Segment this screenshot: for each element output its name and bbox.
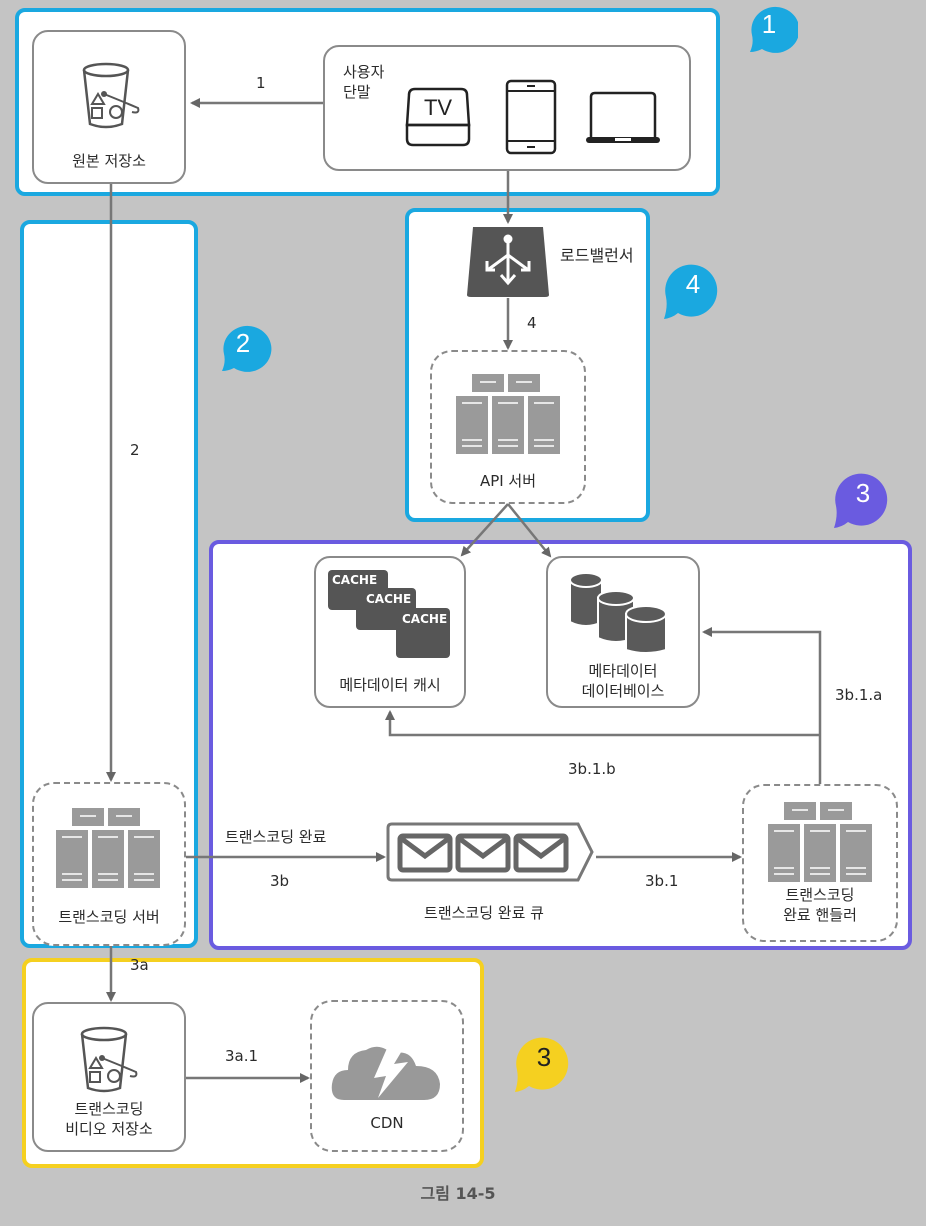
node-user-devices: 사용자 단말 TV	[323, 45, 691, 171]
node-label-line2: 데이터베이스	[581, 682, 665, 700]
node-label-line1: 트랜스코딩	[785, 886, 855, 904]
node-original-storage: 원본 저장소	[32, 30, 186, 184]
edge-label-3b-top: 트랜스코딩 완료	[225, 828, 327, 846]
server-cluster-icon	[768, 802, 872, 882]
edge-label-3a: 3a	[130, 956, 149, 974]
bubble-number: 1	[761, 9, 777, 39]
bubble-number: 3	[855, 478, 871, 508]
load-balancer-icon	[467, 227, 549, 297]
node-label: CDN	[370, 1114, 404, 1132]
server-cluster-icon	[456, 374, 560, 454]
step-bubble-3-purple: 3	[832, 472, 890, 528]
node-completion-handler: 트랜스코딩 완료 핸들러	[742, 784, 898, 942]
edge-label-3b1a: 3b.1.a	[835, 686, 883, 704]
node-label-line1: 사용자	[343, 63, 385, 81]
cache-text: CACHE	[332, 573, 378, 587]
completion-queue-label: 트랜스코딩 완료 큐	[424, 904, 544, 922]
node-label: API 서버	[479, 472, 537, 490]
message-queue-icon	[386, 822, 594, 882]
edge-label-3a1: 3a.1	[225, 1047, 259, 1065]
bubble-number: 3	[536, 1042, 552, 1072]
node-label: 메타데이터 캐시	[339, 676, 441, 694]
node-label: 원본 저장소	[72, 152, 146, 170]
node-label-line2: 단말	[343, 83, 371, 101]
node-metadata-db: 메타데이터 데이터베이스	[546, 556, 700, 708]
cache-text: CACHE	[402, 612, 448, 626]
edge-label-3b1b: 3b.1.b	[568, 760, 616, 778]
node-transcoding-server: 트랜스코딩 서버	[32, 782, 186, 946]
node-metadata-cache: CACHE CACHE CACHE 메타데이터 캐시	[314, 556, 466, 708]
laptop-icon	[586, 91, 660, 143]
server-cluster-icon	[56, 808, 160, 888]
node-label-line1: 메타데이터	[588, 662, 658, 680]
cloud-lightning-icon	[331, 1044, 440, 1100]
tv-text: TV	[423, 95, 453, 120]
edge-label-4: 4	[527, 314, 537, 332]
node-cdn: CDN	[310, 1000, 464, 1152]
node-api-server: API 서버	[430, 350, 586, 504]
step-bubble-2: 2	[218, 324, 276, 374]
node-label-line2: 완료 핸들러	[783, 906, 857, 924]
step-bubble-4: 4	[662, 263, 720, 319]
tablet-icon	[505, 79, 557, 155]
edge-label-2: 2	[130, 441, 140, 459]
bubble-number: 4	[685, 269, 701, 299]
cache-text: CACHE	[366, 592, 412, 606]
node-transcoded-storage: 트랜스코딩 비디오 저장소	[32, 1002, 186, 1152]
figure-caption: 그림 14-5	[420, 1184, 496, 1203]
tv-icon: TV	[405, 85, 471, 149]
cache-block-3: CACHE	[396, 608, 450, 658]
load-balancer-label: 로드밸런서	[560, 246, 634, 265]
node-label-line1: 트랜스코딩	[74, 1100, 144, 1118]
step-bubble-1: 1	[740, 5, 798, 55]
edge-label-1: 1	[256, 74, 266, 92]
bubble-number: 2	[235, 328, 251, 358]
edge-label-3b: 3b	[270, 872, 290, 890]
database-icon	[569, 572, 667, 652]
bucket-icon	[82, 62, 140, 129]
bucket-icon	[80, 1026, 138, 1093]
step-bubble-3-yellow: 3	[513, 1036, 571, 1092]
edge-label-3b1: 3b.1	[645, 872, 679, 890]
node-label: 트랜스코딩 서버	[58, 908, 160, 926]
node-label-line2: 비디오 저장소	[65, 1120, 153, 1138]
